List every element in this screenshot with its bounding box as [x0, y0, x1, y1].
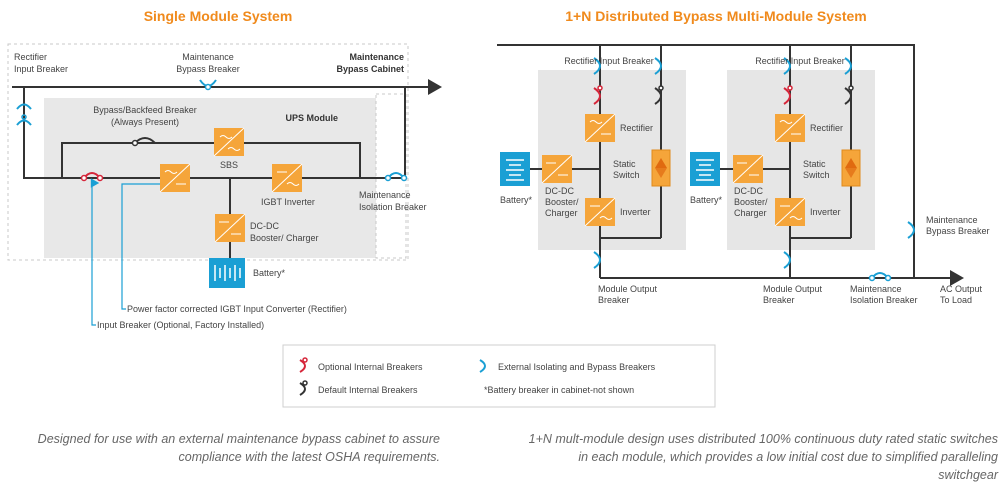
- svg-text:To Load: To Load: [940, 295, 972, 305]
- m2-inverter-label: Inverter: [810, 207, 841, 217]
- svg-text:Booster/: Booster/: [545, 197, 579, 207]
- igbt-inverter-block: [271, 163, 303, 193]
- left-title: Single Module System: [144, 8, 293, 24]
- m1-battery-icon: [500, 152, 530, 186]
- m1-default-breaker-icon: [654, 87, 662, 105]
- svg-text:Booster/ Charger: Booster/ Charger: [250, 233, 319, 243]
- input-path: [23, 87, 160, 179]
- m1-rectifier-block: [584, 113, 616, 143]
- battery-label: Battery*: [253, 268, 286, 278]
- m1-output-breaker-icon: [593, 251, 601, 269]
- svg-text:Switch: Switch: [803, 170, 830, 180]
- optional-breaker-legend-icon: [299, 357, 308, 373]
- m1-rect-input-breaker-icon: [593, 57, 601, 75]
- right-caption: 1+N mult-module design uses distributed …: [528, 432, 998, 482]
- svg-text:Charger: Charger: [734, 208, 767, 218]
- input-breaker-note: Input Breaker (Optional, Factory Install…: [97, 320, 264, 330]
- top-bus-line: [497, 44, 915, 278]
- maintenance-bypass-breaker-icon-right: [907, 221, 915, 239]
- svg-text:Bypass Breaker: Bypass Breaker: [926, 226, 990, 236]
- rectifier-input-breaker-icon: [16, 103, 32, 110]
- m1-static-switch-block: [651, 149, 671, 187]
- svg-text:Booster/: Booster/: [734, 197, 768, 207]
- battery-icon: [209, 258, 245, 288]
- dcdc-block: [214, 213, 246, 243]
- rectifier-input-breaker-label: Rectifier: [14, 52, 47, 62]
- external-breaker-legend-icon: [479, 359, 486, 373]
- bypass-path: [61, 142, 361, 178]
- svg-text:Charger: Charger: [545, 208, 578, 218]
- isolation-outline: [375, 93, 407, 259]
- svg-text:Switch: Switch: [613, 170, 640, 180]
- ups-module-label: UPS Module: [285, 113, 338, 123]
- maintenance-bypass-cabinet-label: Maintenance: [349, 52, 404, 62]
- m1-inverter-block: [584, 197, 616, 227]
- svg-text:Isolation Breaker: Isolation Breaker: [850, 295, 918, 305]
- m1-inverter-label: Inverter: [620, 207, 651, 217]
- pf-converter-note: Power factor corrected IGBT Input Conver…: [127, 304, 347, 314]
- m2-dcdc-block: [732, 154, 764, 184]
- sbs-label: SBS: [220, 160, 238, 170]
- m2-static-switch-label: Static: [803, 159, 826, 169]
- svg-text:Breaker: Breaker: [763, 295, 795, 305]
- m1-dcdc-label: DC-DC: [545, 186, 574, 196]
- module1-wiring: [530, 45, 662, 278]
- m1-output-breaker-label: Module Output: [598, 284, 658, 294]
- m2-rect-input-breaker-icon: [783, 57, 791, 75]
- m2-static-switch-block: [841, 149, 861, 187]
- input-breaker-pointer: [90, 178, 100, 326]
- m2-inverter-block: [774, 197, 806, 227]
- ac-output-label: AC Output: [940, 284, 983, 294]
- svg-text:Breaker: Breaker: [598, 295, 630, 305]
- m2-output-breaker-icon: [783, 251, 791, 269]
- m1-dcdc-block: [541, 154, 573, 184]
- module2-wiring: [720, 45, 852, 278]
- m1-battery-label: Battery*: [500, 195, 533, 205]
- m1-rect-input-label: Rectifier Input Breaker: [564, 56, 654, 66]
- rectifier-block: [159, 163, 191, 193]
- m1-bypass-input-breaker-icon: [654, 57, 662, 75]
- left-caption: Designed for use with an external mainte…: [37, 432, 440, 464]
- m2-rect-input-label: Rectifier Input Breaker: [755, 56, 845, 66]
- m2-output-breaker-label: Module Output: [763, 284, 823, 294]
- right-title: 1+N Distributed Bypass Multi-Module Syst…: [565, 8, 866, 24]
- svg-text:Bypass Cabinet: Bypass Cabinet: [336, 64, 404, 74]
- legend-default: Default Internal Breakers: [318, 385, 418, 395]
- legend-note: *Battery breaker in cabinet-not shown: [484, 385, 634, 395]
- bypass-backfeed-label: Bypass/Backfeed Breaker: [93, 105, 197, 115]
- igbt-inverter-label: IGBT Inverter: [261, 197, 315, 207]
- m1-optional-breaker-icon: [593, 87, 601, 105]
- m2-rectifier-label: Rectifier: [810, 123, 843, 133]
- legend-box: [282, 344, 716, 408]
- svg-text:(Always Present): (Always Present): [111, 117, 179, 127]
- maintenance-bypass-breaker-label: Maintenance: [182, 52, 234, 62]
- legend-external: External Isolating and Bypass Breakers: [498, 362, 656, 372]
- maintenance-isolation-label-right: Maintenance: [850, 284, 902, 294]
- m2-optional-breaker-icon: [783, 87, 791, 105]
- svg-text:Isolation Breaker: Isolation Breaker: [359, 202, 427, 212]
- m1-static-switch-label: Static: [613, 159, 636, 169]
- m2-battery-label: Battery*: [690, 195, 723, 205]
- pf-converter-pointer: [121, 183, 160, 310]
- m2-dcdc-label: DC-DC: [734, 186, 763, 196]
- m2-battery-icon: [690, 152, 720, 186]
- maintenance-bypass-label-right: Maintenance: [926, 215, 978, 225]
- legend-optional: Optional Internal Breakers: [318, 362, 423, 372]
- m2-default-breaker-icon: [844, 87, 852, 105]
- svg-text:Bypass Breaker: Bypass Breaker: [176, 64, 240, 74]
- sbs-block: [213, 127, 245, 157]
- m2-rectifier-block: [774, 113, 806, 143]
- default-breaker-legend-icon: [299, 380, 308, 396]
- bypass-cabinet-outline: [7, 43, 409, 261]
- m2-bypass-input-breaker-icon: [844, 57, 852, 75]
- m1-rectifier-label: Rectifier: [620, 123, 653, 133]
- dcdc-label: DC-DC: [250, 221, 279, 231]
- maintenance-isolation-label: Maintenance: [359, 190, 411, 200]
- svg-text:Input Breaker: Input Breaker: [14, 64, 68, 74]
